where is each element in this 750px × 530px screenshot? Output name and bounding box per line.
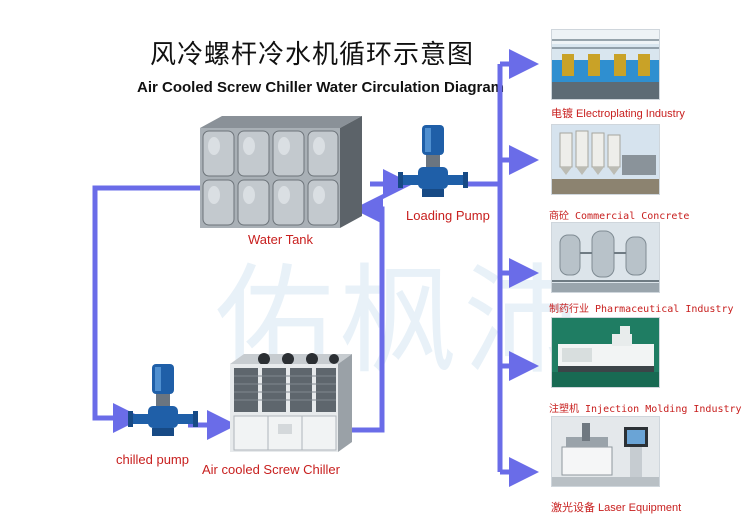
pharmaceutical-photo (551, 222, 660, 293)
injection-molding-photo (551, 317, 660, 388)
pipe-chiller-to-loading-pump (348, 194, 385, 433)
chilled-pump-label: chilled pump (116, 452, 189, 467)
loading-pump-icon (398, 125, 468, 197)
concrete-plant-photo (551, 124, 660, 195)
chilled-pump-icon (128, 364, 198, 436)
chiller-label: Air cooled Screw Chiller (202, 462, 340, 477)
electroplating-photo (551, 29, 660, 100)
loading-pump-label: Loading Pump (406, 208, 490, 223)
title-chinese: 风冷螺杆冷水机循环示意图 (150, 40, 475, 70)
screw-chiller-image (230, 353, 352, 452)
pipe-tank-to-chilled-pump (92, 185, 205, 433)
industry-label-electroplating: 电镀 Electroplating Industry (551, 108, 685, 120)
industry-label-laser: 激光设备 Laser Equipment (551, 502, 682, 514)
industry-label-concrete: 商砼 Commercial Concrete (549, 211, 690, 222)
water-tank-label: Water Tank (248, 232, 314, 247)
water-tank-image (200, 116, 362, 228)
laser-equipment-photo (551, 416, 660, 487)
industry-label-pharmaceutical: 制药行业 Pharmaceutical Industry (549, 304, 734, 315)
industry-label-injection: 注塑机 Injection Molding Industry (549, 404, 742, 415)
title-english: Air Cooled Screw Chiller Water Circulati… (137, 79, 505, 96)
